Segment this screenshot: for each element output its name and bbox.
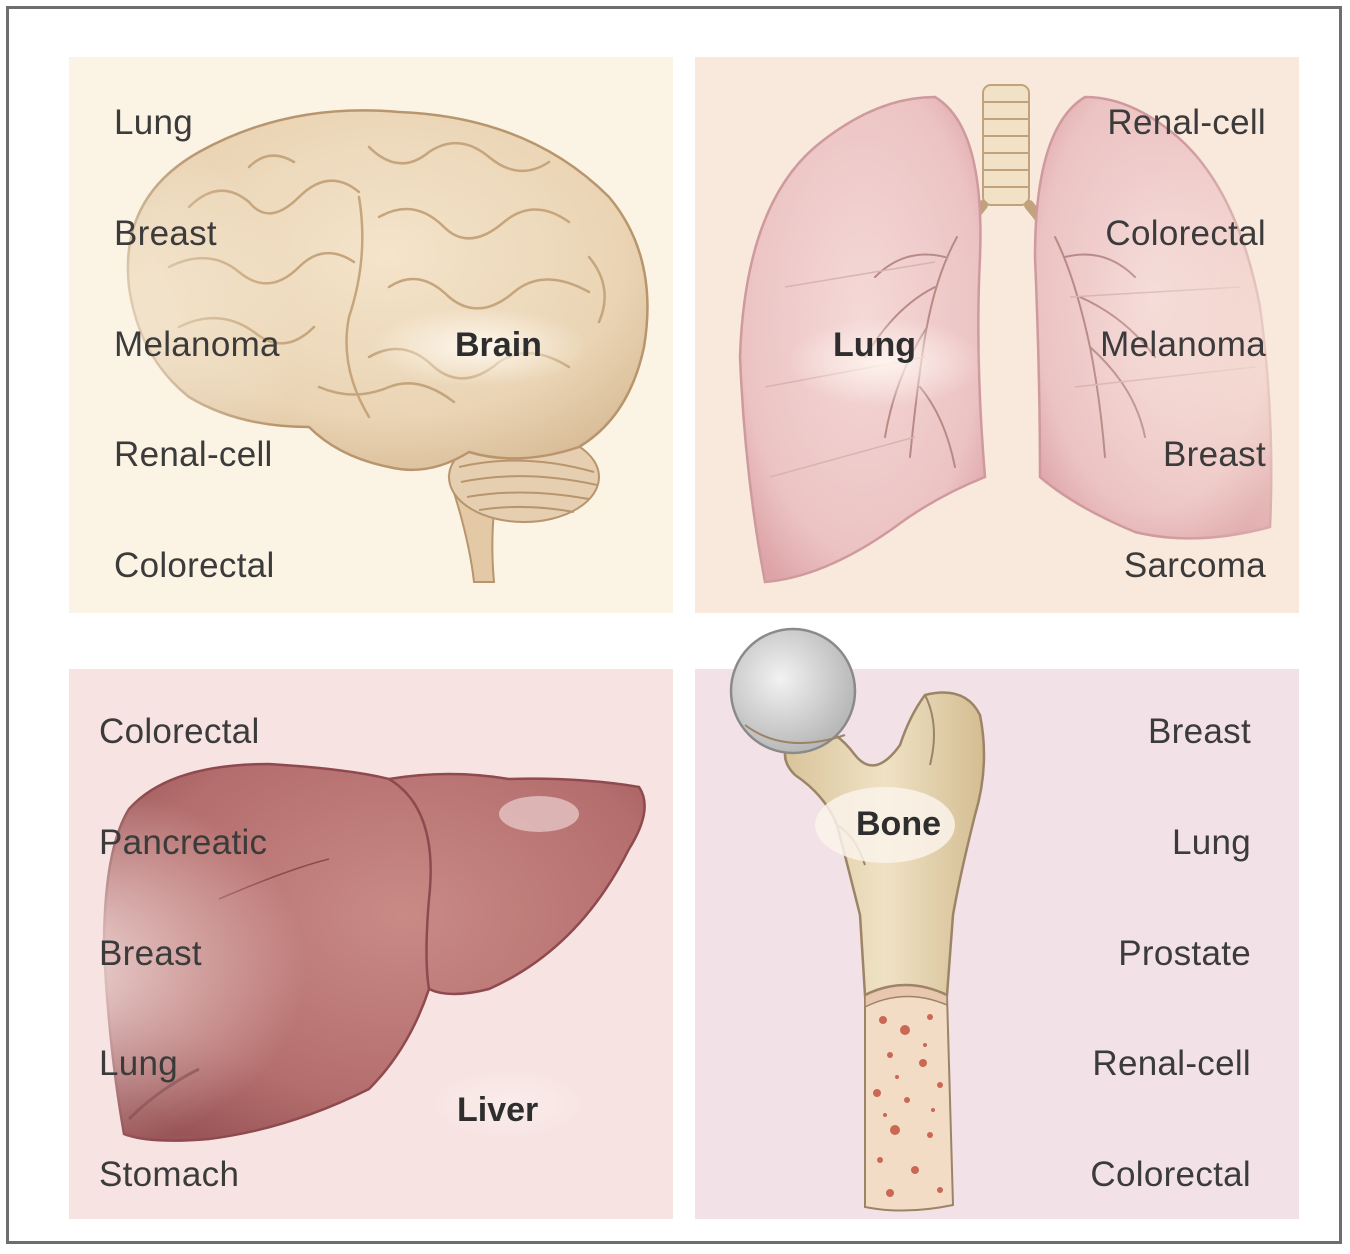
figure-frame: Lung Breast Melanoma Renal-cell Colorect… [6,6,1342,1244]
bone-source-2: Lung [1172,825,1251,860]
brain-source-4: Renal-cell [114,437,273,472]
liver-panel: Colorectal Pancreatic Breast Lung Stomac… [69,669,673,1219]
organ-name-brain: Brain [455,328,542,362]
femur-bone-icon [725,615,1005,1215]
liver-source-3: Breast [99,936,202,971]
lung-source-4: Breast [1163,437,1266,472]
bone-source-4: Renal-cell [1092,1046,1251,1081]
liver-source-1: Colorectal [99,714,260,749]
organ-name-lung: Lung [833,328,916,362]
lung-panel: Renal-cell Colorectal Melanoma Breast Sa… [695,57,1299,613]
organ-name-liver: Liver [457,1093,538,1127]
lung-source-5: Sarcoma [1124,548,1266,583]
lung-source-2: Colorectal [1105,216,1266,251]
liver-source-2: Pancreatic [99,825,267,860]
brain-source-1: Lung [114,105,193,140]
lung-source-3: Melanoma [1100,327,1266,362]
brain-panel: Lung Breast Melanoma Renal-cell Colorect… [69,57,673,613]
brain-source-3: Melanoma [114,327,280,362]
bone-source-3: Prostate [1118,936,1251,971]
brain-source-5: Colorectal [114,548,275,583]
organ-name-bone: Bone [856,807,941,841]
bone-source-5: Colorectal [1090,1157,1251,1192]
brain-source-2: Breast [114,216,217,251]
bone-source-1: Breast [1148,714,1251,749]
liver-source-4: Lung [99,1046,178,1081]
lung-source-1: Renal-cell [1107,105,1266,140]
liver-source-5: Stomach [99,1157,239,1192]
